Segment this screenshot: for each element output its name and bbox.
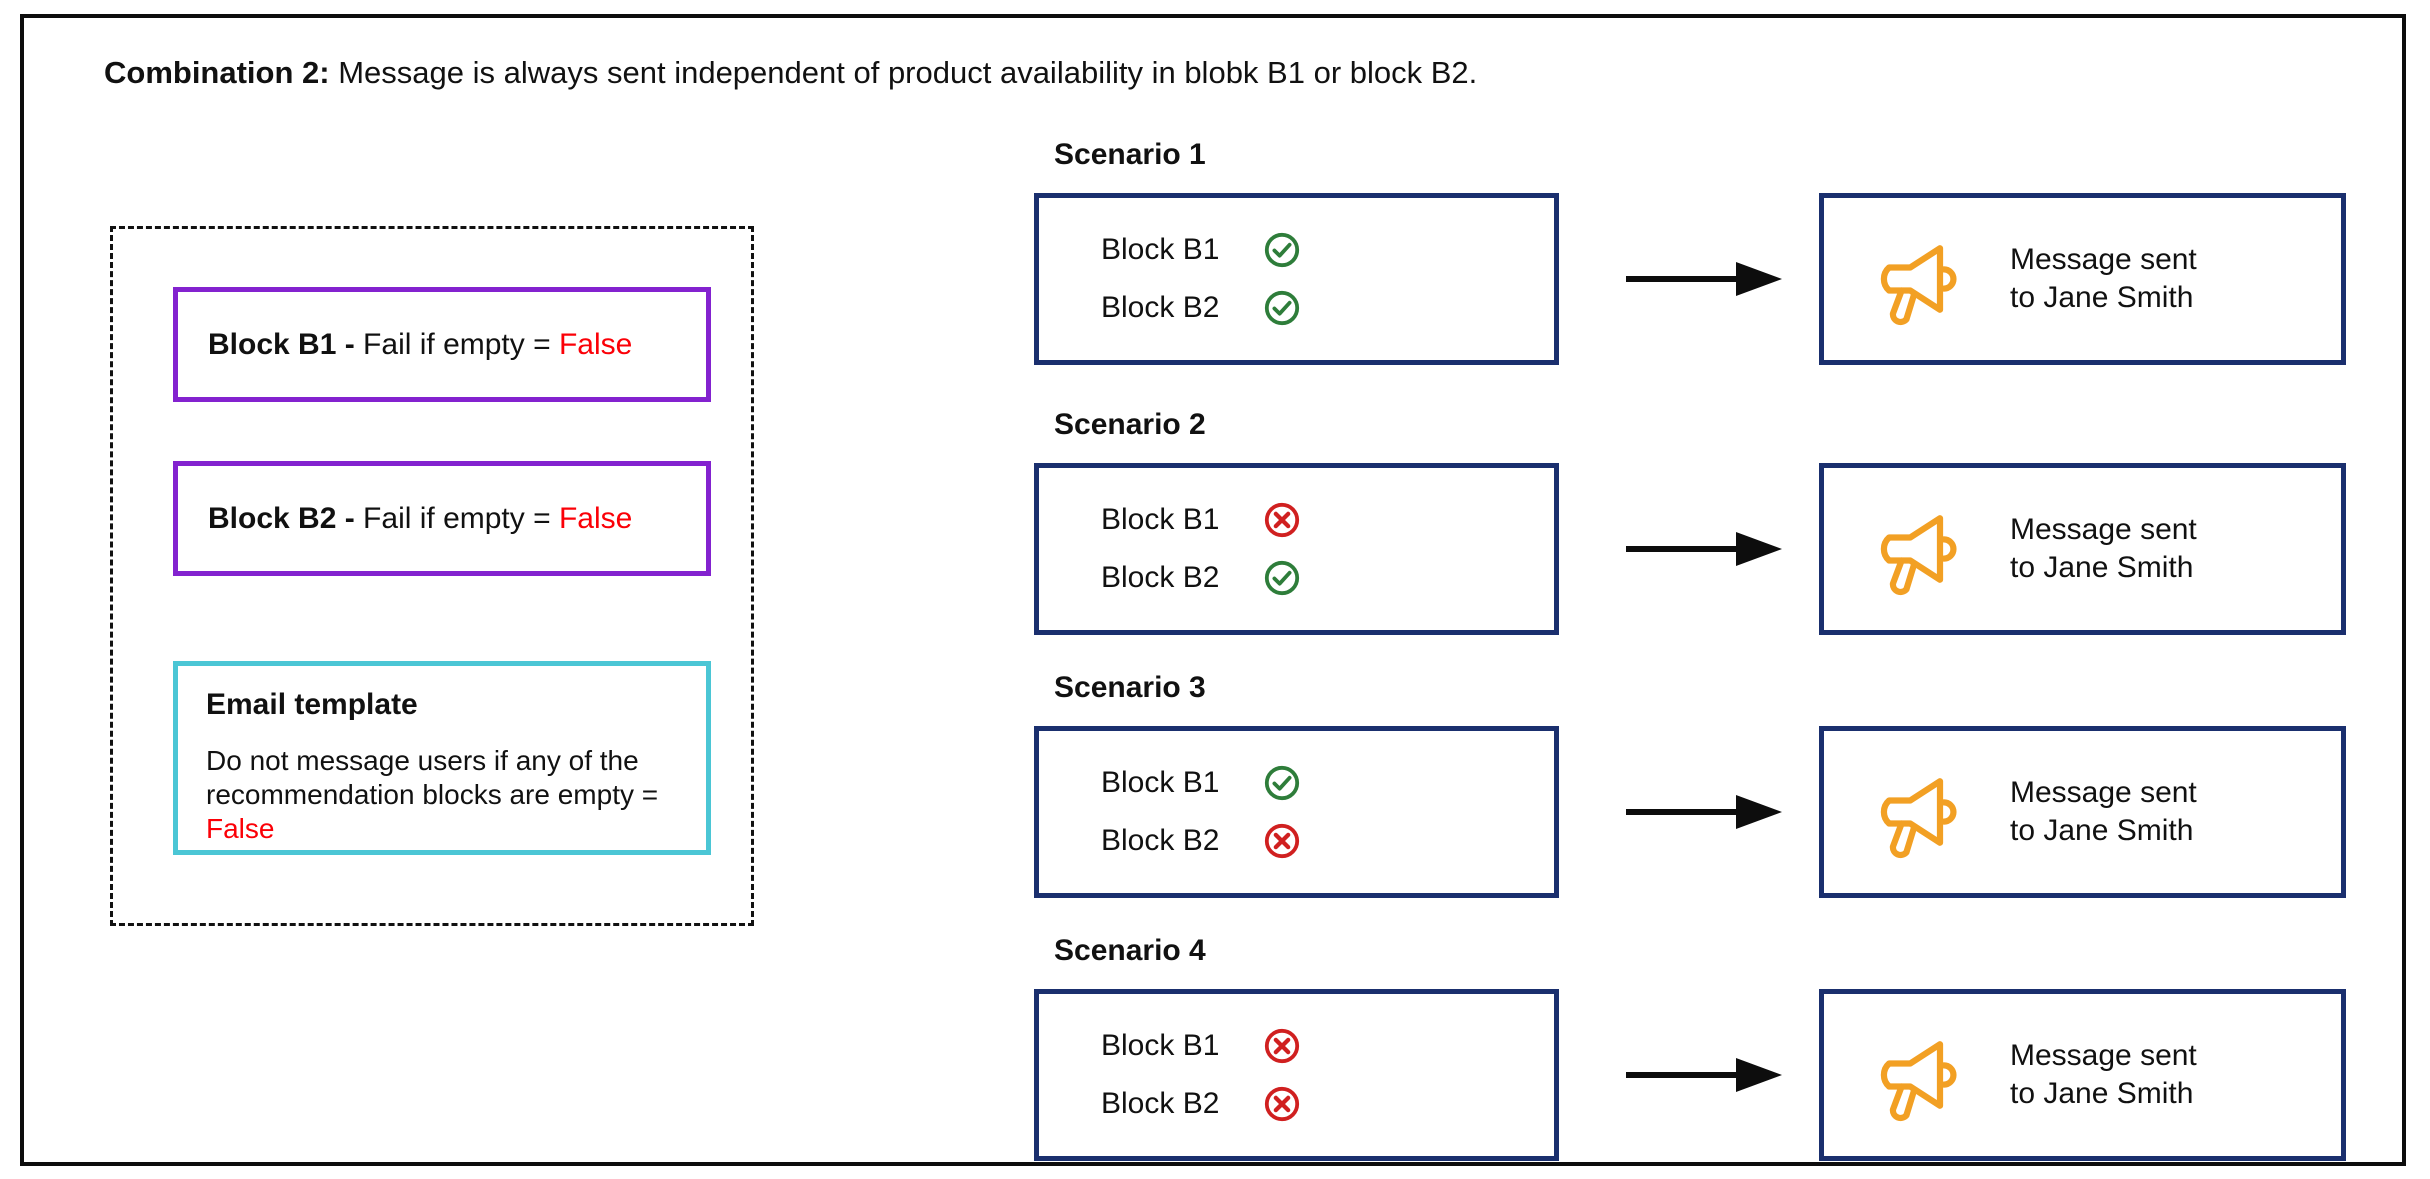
block-rule-b1-value: False bbox=[558, 327, 633, 361]
outer-frame: Combination 2: Message is always sent in… bbox=[20, 14, 2406, 1166]
email-template-body-text: Do not message users if any of the recom… bbox=[206, 745, 659, 811]
megaphone-icon bbox=[1868, 231, 1964, 327]
scenario-blocks-box: Block B1 Block B2 bbox=[1034, 726, 1559, 898]
block-label: Block B2 bbox=[1101, 1087, 1220, 1120]
message-outcome-box: Message sent to Jane Smith bbox=[1819, 193, 2346, 365]
arrow-right-icon bbox=[1624, 1054, 1784, 1096]
page-title: Combination 2: Message is always sent in… bbox=[104, 54, 1477, 93]
arrow-right-icon bbox=[1624, 528, 1784, 570]
megaphone-icon bbox=[1868, 501, 1964, 597]
arrow-right-icon bbox=[1624, 791, 1784, 833]
block-label: Block B1 bbox=[1101, 1029, 1220, 1062]
block-rule-b2-text: Block B2 - Fail if empty = False bbox=[178, 502, 632, 536]
scenario-blocks-box: Block B1 Block B2 bbox=[1034, 463, 1559, 635]
arrow-right-icon bbox=[1624, 258, 1784, 300]
block-status-row: Block B1 bbox=[1039, 221, 1554, 279]
message-outcome-text: Message sent to Jane Smith bbox=[2010, 242, 2197, 314]
x-circle-icon bbox=[1263, 1027, 1301, 1065]
block-status-row: Block B2 bbox=[1039, 812, 1554, 870]
block-status-row: Block B2 bbox=[1039, 279, 1554, 337]
block-status-row: Block B1 bbox=[1039, 491, 1554, 549]
block-status-row: Block B1 bbox=[1039, 1017, 1554, 1075]
block-rule-b2-value: False bbox=[558, 501, 633, 535]
message-outcome-box: Message sent to Jane Smith bbox=[1819, 726, 2346, 898]
message-outcome-text: Message sent to Jane Smith bbox=[2010, 1038, 2197, 1110]
block-status-row: Block B2 bbox=[1039, 549, 1554, 607]
block-status-row: Block B1 bbox=[1039, 754, 1554, 812]
email-template-box: Email template Do not message users if a… bbox=[173, 661, 711, 855]
scenario-label: Scenario 2 bbox=[1054, 408, 1206, 441]
block-label: Block B2 bbox=[1101, 561, 1220, 594]
check-circle-icon bbox=[1263, 559, 1301, 597]
block-rule-b1-text: Block B1 - Fail if empty = False bbox=[178, 328, 632, 362]
block-label: Block B1 bbox=[1101, 233, 1220, 266]
block-label: Block B1 bbox=[1101, 766, 1220, 799]
block-rule-b1: Block B1 - Fail if empty = False bbox=[173, 287, 711, 402]
scenario-label: Scenario 1 bbox=[1054, 138, 1206, 171]
block-label: Block B2 bbox=[1101, 291, 1220, 324]
check-circle-icon bbox=[1263, 231, 1301, 269]
block-rule-b2: Block B2 - Fail if empty = False bbox=[173, 461, 711, 576]
email-template-body-value: False bbox=[206, 813, 275, 845]
email-template-title: Email template bbox=[206, 688, 418, 721]
message-outcome-box: Message sent to Jane Smith bbox=[1819, 463, 2346, 635]
message-outcome-text: Message sent to Jane Smith bbox=[2010, 512, 2197, 584]
message-outcome-text: Message sent to Jane Smith bbox=[2010, 775, 2197, 847]
megaphone-icon bbox=[1868, 764, 1964, 860]
block-label: Block B1 bbox=[1101, 503, 1220, 536]
block-rule-b1-label: Fail if empty = bbox=[354, 327, 559, 361]
block-rule-b2-name: Block B2 - bbox=[208, 501, 355, 535]
page-title-text: Message is always sent independent of pr… bbox=[329, 55, 1478, 90]
scenario-label: Scenario 4 bbox=[1054, 934, 1206, 967]
email-template-body: Do not message users if any of the recom… bbox=[206, 744, 678, 846]
block-status-row: Block B2 bbox=[1039, 1075, 1554, 1133]
x-circle-icon bbox=[1263, 822, 1301, 860]
x-circle-icon bbox=[1263, 1085, 1301, 1123]
scenario-label: Scenario 3 bbox=[1054, 671, 1206, 704]
block-label: Block B2 bbox=[1101, 824, 1220, 857]
block-rule-b1-name: Block B1 - bbox=[208, 327, 355, 361]
check-circle-icon bbox=[1263, 289, 1301, 327]
block-rule-b2-label: Fail if empty = bbox=[354, 501, 559, 535]
megaphone-icon bbox=[1868, 1027, 1964, 1123]
message-outcome-box: Message sent to Jane Smith bbox=[1819, 989, 2346, 1161]
scenario-blocks-box: Block B1 Block B2 bbox=[1034, 193, 1559, 365]
x-circle-icon bbox=[1263, 501, 1301, 539]
check-circle-icon bbox=[1263, 764, 1301, 802]
config-panel: Block B1 - Fail if empty = False Block B… bbox=[110, 226, 754, 926]
page-title-prefix: Combination 2: bbox=[104, 55, 330, 90]
scenario-blocks-box: Block B1 Block B2 bbox=[1034, 989, 1559, 1161]
